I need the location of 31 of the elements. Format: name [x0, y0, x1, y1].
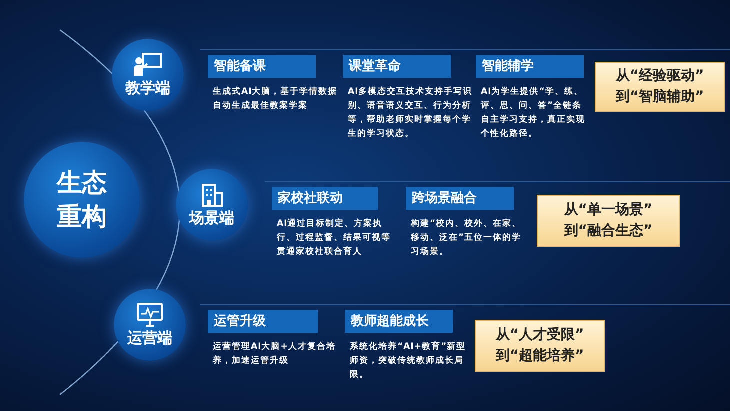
card-text: AI为学生提供“学、练、评、思、问、答”全链条自主学习支持，真正实现个性化路径。	[480, 86, 586, 141]
callout-text: 从“单一场景”	[564, 201, 653, 220]
hub-label: 运营端	[128, 328, 172, 348]
hub-circle	[112, 39, 184, 111]
card-text: AI通过目标制定、方案执行、过程监督、结果可视等贯通家校社联合育人	[276, 218, 392, 259]
callout-text: 到“超能培养”	[496, 346, 584, 366]
hub-circle	[24, 142, 140, 258]
hub-circle	[176, 169, 248, 241]
callout-text: 从“人才受限”	[496, 326, 584, 345]
card-heading: 智能辅学	[476, 55, 584, 78]
callout-box	[595, 62, 725, 112]
card-heading: 跨场景融合	[406, 187, 514, 210]
hub-label: 场景端	[190, 208, 234, 228]
hub-label: 教学端	[126, 78, 170, 98]
hub-label: 生态重构	[56, 167, 108, 233]
callout-text: 从“经验驱动”	[616, 67, 704, 86]
card-heading: 运管升级	[208, 310, 318, 333]
card-text: 生成式AI大脑，基于学情数据自动生成最佳教案学案	[212, 86, 338, 113]
card-heading: 家校社联动	[272, 187, 378, 210]
card-heading: 智能备课	[208, 55, 316, 78]
card-text: 系统化培养“AI+教育”新型师资，突破传统教师成长局限。	[349, 340, 468, 382]
card-text: 构建“校内、校外、在家、移动、泛在”五位一体的学习场景。	[410, 218, 523, 259]
card-text: 运营管理AI大脑+人才复合培养，加速运管升级	[212, 340, 337, 368]
callout-text: 到“融合生态”	[564, 222, 653, 241]
card-heading: 教师超能成长	[345, 310, 453, 333]
callout-text: 到“智脑辅助”	[616, 88, 704, 107]
card-heading: 课堂革命	[343, 55, 451, 78]
hub-circle	[114, 289, 186, 361]
callout-box	[537, 195, 680, 247]
callout-box	[475, 320, 605, 372]
card-text: AI多模态交互技术支持手写识别、语音语义交互、行为分析等，帮助老师实时掌握每个学生的学习状态。	[346, 86, 473, 141]
